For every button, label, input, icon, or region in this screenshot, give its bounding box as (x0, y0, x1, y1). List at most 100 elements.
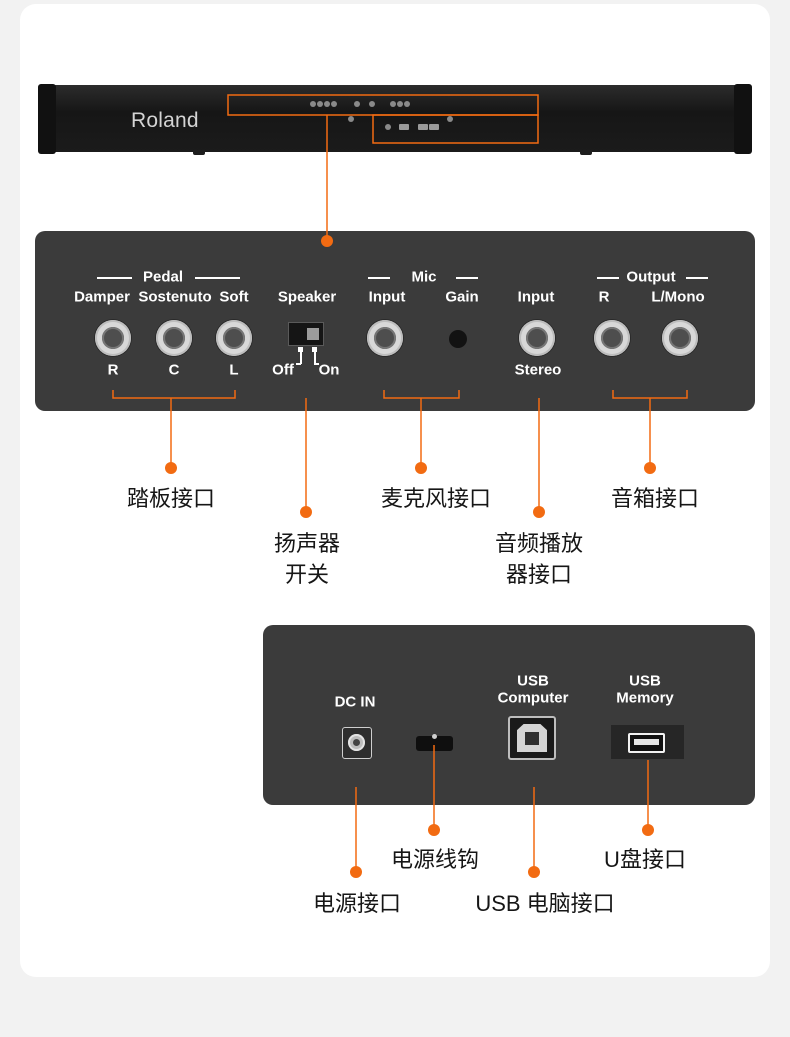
mini-cord-hook (399, 124, 409, 130)
piano-left-end (38, 84, 56, 154)
mini-jack (331, 101, 337, 107)
output-r-jack (594, 320, 630, 356)
speaker-label: Speaker (277, 288, 337, 306)
output-lmono-jack (662, 320, 698, 356)
pedal-dot (165, 462, 177, 474)
mic-group-label: Mic (411, 268, 437, 286)
usb-memory-port (628, 733, 665, 753)
pedal-group-label: Pedal (142, 268, 184, 286)
mini-jack (317, 101, 323, 107)
jack-core (374, 327, 396, 349)
jack-core (601, 327, 623, 349)
cord-hook-callout: 电源线钩 (390, 847, 480, 872)
mic-dot (415, 462, 427, 474)
usb-memory-port-area (611, 725, 684, 759)
pedal-r-label: R (107, 361, 119, 379)
mini-usb-b (418, 124, 428, 130)
soft-jack (216, 320, 252, 356)
cord-hook-dot-marker (428, 824, 440, 836)
usb-memory-label-line2: Memory (616, 689, 674, 707)
pedal-bracket (112, 390, 236, 399)
cord-hook-dot (432, 734, 437, 739)
output-header-line-left (597, 277, 619, 279)
pedal-header-line-right (195, 277, 240, 279)
brand-logo: Roland (131, 109, 199, 132)
output-group-label: Output (626, 268, 676, 286)
jack-core (526, 327, 548, 349)
mini-jack (354, 101, 360, 107)
switch-on-mark (312, 347, 317, 352)
speaker-callout-line2: 开关 (284, 562, 330, 587)
piano-rear-view: Roland (38, 84, 752, 156)
mini-screw (348, 116, 354, 122)
mini-jack (404, 101, 410, 107)
usb-memory-callout: U盘接口 (604, 847, 686, 872)
content-card (20, 4, 770, 977)
audio-input-callout-line2: 器接口 (505, 562, 573, 587)
highlight-jack-strip (227, 94, 539, 116)
mini-jack (397, 101, 403, 107)
sostenuto-jack (156, 320, 192, 356)
dc-in-ring (348, 734, 365, 751)
piano-right-end (734, 84, 752, 154)
switch-off-tick (300, 352, 302, 364)
mic-callout: 麦克风接口 (380, 486, 492, 511)
switch-off-tick-foot (296, 363, 301, 365)
usb-computer-label-line1: USB (517, 672, 549, 690)
dc-in-callout: 电源接口 (312, 891, 402, 916)
mini-screw (447, 116, 453, 122)
mic-header-line-left (368, 277, 390, 279)
usb-b-shell (517, 724, 547, 752)
mic-gain-label: Gain (445, 288, 479, 306)
mini-jack (310, 101, 316, 107)
mini-jack (324, 101, 330, 107)
mic-header-line-right (456, 277, 478, 279)
switch-on-tick (314, 352, 316, 364)
audio-input-label: Input (517, 288, 555, 306)
switch-off-mark (298, 347, 303, 352)
jack-core (669, 327, 691, 349)
damper-jack (95, 320, 131, 356)
piano-body (38, 85, 752, 152)
output-header-line-right (686, 277, 708, 279)
cord-hook (416, 734, 453, 751)
usb-memory-label-line1: USB (629, 672, 661, 690)
jack-core (163, 327, 185, 349)
damper-label: Damper (74, 288, 130, 306)
highlight-power-usb-strip (372, 114, 539, 144)
usb-computer-callout: USB 电脑接口 (475, 891, 615, 916)
pedal-l-label: L (229, 361, 239, 379)
jack-core (223, 327, 245, 349)
output-r-label: R (598, 288, 610, 306)
audio-input-stereo-label: Stereo (514, 361, 562, 379)
rear-jack-panel: Pedal Damper Sostenuto Soft R C L Speake… (35, 231, 755, 411)
output-dot (644, 462, 656, 474)
switch-off-label: Off (272, 361, 294, 379)
mini-jack (390, 101, 396, 107)
usb-computer-label-line2: Computer (497, 689, 569, 707)
zoom-leader-dot (321, 235, 333, 247)
audio-input-jack (519, 320, 555, 356)
dc-in-label: DC IN (334, 693, 376, 711)
mic-bracket (383, 390, 460, 399)
mic-input-jack (367, 320, 403, 356)
mic-gain-knob (449, 330, 467, 348)
piano-foot-right (580, 150, 592, 155)
pedal-header-line-left (97, 277, 132, 279)
output-lmono-label: L/Mono (651, 288, 705, 306)
pedal-callout: 踏板接口 (126, 486, 216, 511)
switch-on-label: On (318, 361, 340, 379)
dc-in-port (342, 727, 372, 759)
usb-b-tongue (525, 732, 539, 745)
output-bracket (612, 390, 688, 399)
mini-jack (369, 101, 375, 107)
speaker-switch (288, 322, 324, 346)
usb-computer-port (508, 716, 556, 760)
piano-foot-left (193, 150, 205, 155)
sostenuto-label: Sostenuto (138, 288, 212, 306)
dc-in-pin (353, 739, 360, 746)
usb-a-tongue (634, 739, 659, 745)
switch-on-tick-foot (314, 363, 319, 365)
audio-input-dot (533, 506, 545, 518)
